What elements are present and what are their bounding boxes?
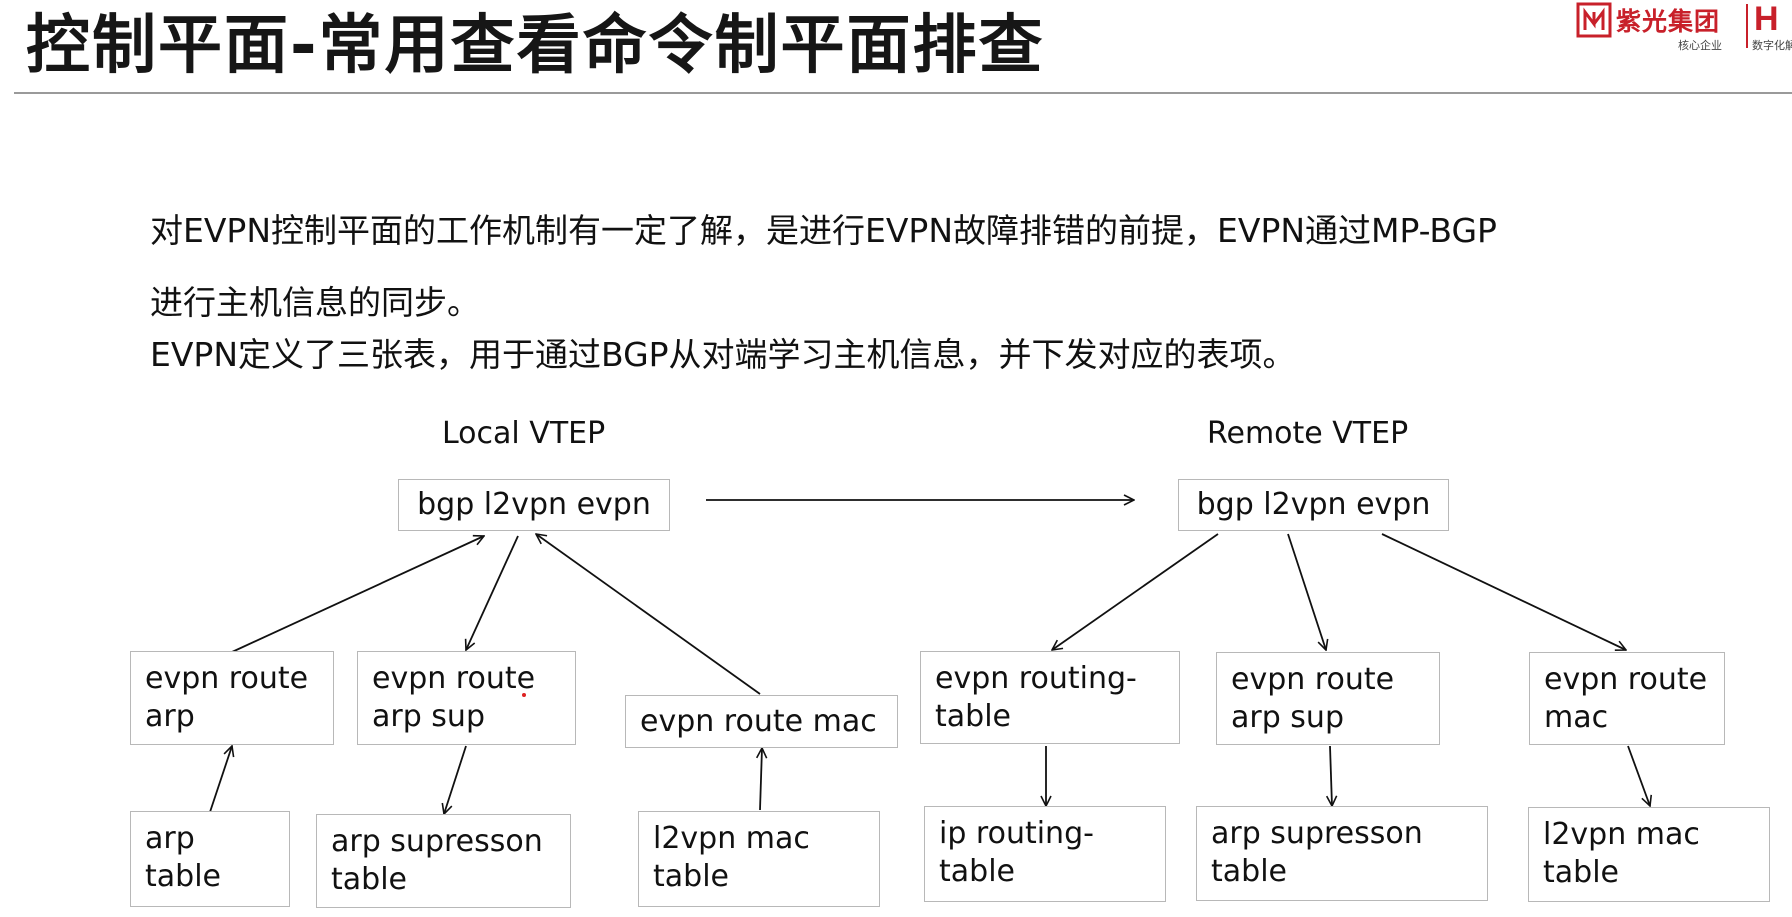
box-line-1: arp bbox=[145, 821, 195, 856]
box-line-2: arp bbox=[145, 699, 195, 734]
arrow-mactable-to-route bbox=[760, 748, 762, 811]
box-line-1: evpn route bbox=[145, 661, 309, 696]
logo-subtitle-left: 核心企业 bbox=[1678, 39, 1722, 52]
box-line-2: table bbox=[1543, 855, 1619, 890]
remote-evpn-route-mac-box: evpn route mac bbox=[1529, 652, 1725, 745]
local-l2vpn-mac-table-box: l2vpn mac table bbox=[638, 811, 880, 907]
arrow-arp-to-bgp bbox=[231, 536, 484, 653]
box-line-1: evpn route bbox=[372, 661, 536, 696]
logo-mark-icon bbox=[1576, 2, 1612, 38]
remote-evpn-route-arp-sup-box: evpn route arp sup bbox=[1216, 652, 1440, 745]
box-line-1: l2vpn mac bbox=[653, 821, 810, 856]
arrow-remote-bgp-to-mac bbox=[1381, 533, 1626, 650]
box-line-2: arp sup bbox=[372, 699, 485, 734]
box-line-2: table bbox=[935, 699, 1011, 734]
box-line-1: ip routing- bbox=[939, 816, 1094, 851]
arrow-remote-bgp-to-routing bbox=[1052, 533, 1219, 650]
remote-bgp-label: bgp l2vpn evpn bbox=[1196, 487, 1431, 522]
box-line-2: table bbox=[145, 859, 221, 894]
remote-arp-supresson-table-box: arp supresson table bbox=[1196, 806, 1488, 901]
annotation-dot bbox=[522, 693, 526, 697]
logo-divider bbox=[1746, 4, 1748, 48]
remote-evpn-routing-table-box: evpn routing- table bbox=[920, 651, 1180, 744]
remote-bgp-box: bgp l2vpn evpn bbox=[1178, 479, 1449, 531]
remote-l2vpn-mac-table-box: l2vpn mac table bbox=[1528, 807, 1770, 902]
title-divider bbox=[14, 92, 1792, 94]
box-line-1: arp supresson bbox=[1211, 816, 1423, 851]
box-line-1: evpn route mac bbox=[640, 703, 877, 739]
local-evpn-route-mac-box: evpn route mac bbox=[625, 695, 898, 748]
box-line-2: table bbox=[1211, 854, 1287, 889]
arrow-arptable-to-route bbox=[209, 746, 232, 813]
local-bgp-box: bgp l2vpn evpn bbox=[398, 479, 670, 531]
box-line-1: l2vpn mac bbox=[1543, 817, 1700, 852]
intro-line-1: 对EVPN控制平面的工作机制有一定了解，是进行EVPN故障排错的前提，EVPN通… bbox=[150, 211, 1497, 250]
local-arp-table-box: arp table bbox=[130, 811, 290, 907]
slide-title: 控制平面-常用查看命令制平面排查 bbox=[26, 9, 1045, 83]
arrow-bgp-to-arpsup bbox=[466, 535, 519, 650]
local-bgp-label: bgp l2vpn evpn bbox=[417, 487, 651, 522]
arrow-mac-to-mactable bbox=[1627, 745, 1650, 806]
box-line-2: table bbox=[653, 859, 729, 894]
logo-letter: H bbox=[1754, 0, 1779, 38]
logo-subtitle-right: 数字化解 bbox=[1752, 39, 1792, 52]
arrow-arpsup-to-suptable bbox=[1330, 745, 1332, 806]
local-arp-supresson-table-box: arp supresson table bbox=[316, 814, 571, 908]
intro-line-3: EVPN定义了三张表，用于通过BGP从对端学习主机信息，并下发对应的表项。 bbox=[150, 335, 1296, 374]
box-line-1: evpn route bbox=[1231, 662, 1395, 697]
company-logo: 紫光集团 H 核心企业 数字化解 bbox=[1574, 0, 1792, 52]
remote-vtep-heading: Remote VTEP bbox=[1207, 416, 1409, 451]
local-evpn-route-arp-box: evpn route arp bbox=[130, 651, 334, 745]
local-evpn-route-arp-sup-box: evpn route arp sup bbox=[357, 651, 576, 745]
local-vtep-heading: Local VTEP bbox=[442, 416, 606, 451]
logo-name: 紫光集团 bbox=[1616, 7, 1721, 36]
remote-ip-routing-table-box: ip routing- table bbox=[924, 806, 1166, 902]
box-line-1: evpn routing- bbox=[935, 661, 1137, 696]
intro-line-2: 进行主机信息的同步。 bbox=[150, 283, 480, 322]
arrow-remote-bgp-to-arpsup bbox=[1287, 533, 1326, 650]
box-line-2: mac bbox=[1544, 700, 1609, 735]
box-line-2: arp sup bbox=[1231, 700, 1344, 735]
box-line-1: arp supresson bbox=[331, 824, 543, 859]
arrow-arpsup-to-table bbox=[444, 745, 467, 814]
box-line-1: evpn route bbox=[1544, 662, 1708, 697]
box-line-2: table bbox=[939, 854, 1015, 889]
box-line-2: table bbox=[331, 862, 407, 897]
